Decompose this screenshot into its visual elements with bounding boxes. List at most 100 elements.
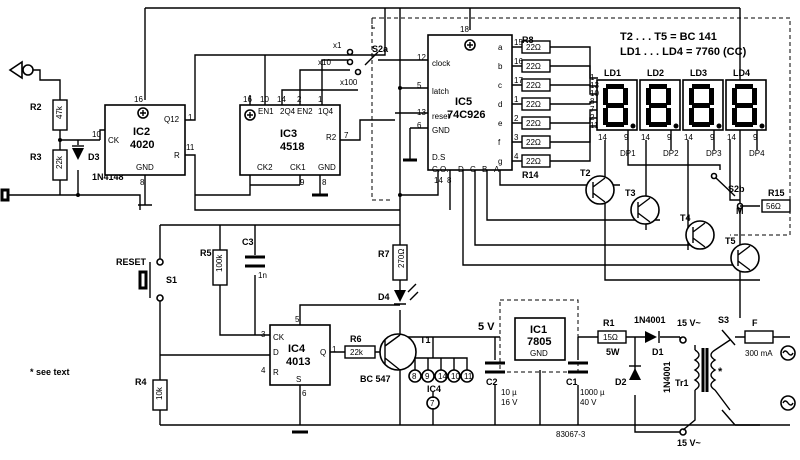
ic2-pin-ck: 10 — [92, 130, 101, 139]
ic5-clock: clock — [432, 59, 451, 68]
segment — [623, 108, 628, 125]
ic5-chip — [427, 34, 513, 171]
ic5-name: IC5 — [455, 96, 472, 108]
ic5-d: D — [458, 165, 464, 174]
decimal-point — [630, 123, 636, 129]
plus-mark — [467, 42, 473, 48]
ic4-pin-4: 4 — [261, 366, 266, 375]
segment — [752, 108, 757, 125]
ic5-ds: D.S — [432, 153, 445, 162]
ic4b-pin-number: 9 — [425, 372, 430, 381]
plus-mark — [140, 110, 146, 116]
junction-dot — [76, 193, 80, 197]
ic4b-pin-number: 10 — [451, 372, 460, 381]
segment — [606, 84, 624, 89]
ic5-a: A — [494, 165, 500, 174]
ground-input-icon — [0, 188, 10, 202]
r5-name: R5 — [200, 248, 212, 258]
display-dp-label: DP4 — [749, 149, 765, 158]
ic4b-pin-number: 8 — [412, 372, 417, 381]
display-seg-pin: 2 — [590, 113, 595, 122]
transistor-name: T4 — [680, 213, 691, 223]
ic4-pin-3: 3 — [261, 330, 266, 339]
d4-name: D4 — [378, 292, 390, 302]
ic3-r2: R2 — [326, 133, 337, 142]
ic2-q12: Q12 — [164, 115, 180, 124]
v15b-label: 15 V~ — [677, 438, 701, 448]
segment-pin: 17 — [514, 76, 523, 85]
seven-seg-digit — [646, 84, 679, 129]
segment — [603, 88, 608, 105]
reset-wires — [159, 224, 400, 425]
regulator-outline — [499, 299, 579, 373]
r6-value: 22k — [350, 348, 364, 357]
segment — [735, 84, 753, 89]
c2-voltage: 16 V — [501, 398, 518, 407]
switch-contact — [346, 58, 354, 66]
reset-button-icon[interactable] — [138, 270, 148, 290]
segment-resistor — [521, 135, 551, 149]
transformer-secondary — [710, 339, 731, 411]
ic4b-wires — [414, 337, 468, 425]
ic2-wires — [138, 8, 400, 211]
segment-resistor — [521, 116, 551, 130]
segment-resistor-value: 22Ω — [526, 62, 541, 71]
terminal — [679, 336, 687, 344]
segment-pin: 1 — [514, 95, 519, 104]
ic3-name: IC3 — [280, 128, 297, 140]
ic2-r: R — [174, 151, 180, 160]
mains-wave — [782, 400, 794, 406]
display-common-pin: 14 — [684, 133, 693, 142]
t1-leads — [384, 334, 401, 371]
transistor-leads — [737, 245, 751, 271]
ic4-pin-6: 6 — [302, 389, 307, 398]
transistor-name: T2 — [580, 168, 591, 178]
transformer-core — [701, 348, 709, 392]
ic2-ck: CK — [108, 136, 120, 145]
ic4-part: 4013 — [286, 356, 310, 368]
r1-power: 5W — [606, 347, 620, 357]
r3-name: R3 — [30, 152, 42, 162]
segment — [732, 108, 737, 125]
display-seg-pin: 11 — [590, 121, 599, 130]
s2a-option-x10: x10 — [318, 58, 331, 67]
dp-line — [627, 150, 721, 170]
display-name: LD1 — [604, 68, 621, 78]
ic5-pin-12: 12 — [417, 53, 426, 62]
r3-resistor — [52, 149, 68, 181]
t1-name: T1 — [420, 335, 431, 345]
ic5-co: C.O. — [432, 165, 448, 174]
segment-pin: 15 — [514, 38, 523, 47]
ic1-part: 7805 — [527, 336, 551, 348]
segment-resistor — [521, 78, 551, 92]
segment-resistor-value: 22Ω — [526, 81, 541, 90]
display-dp-label: DP3 — [706, 149, 722, 158]
r2-resistor — [52, 99, 68, 131]
plus-mark — [247, 112, 253, 118]
segment-resistor — [521, 154, 551, 168]
ic3-1q4: 1Q4 — [318, 107, 334, 116]
ic5-b: B — [482, 165, 487, 174]
r4-resistor — [152, 379, 168, 411]
ic2-part: 4020 — [130, 139, 154, 151]
ic5-gnd: GND — [432, 126, 450, 135]
segment-wire — [512, 46, 598, 79]
ic4-ck: CK — [273, 333, 285, 342]
c2-name: C2 — [486, 377, 498, 387]
ic5-pin-14: 14 — [434, 176, 443, 185]
r2-name: R2 — [30, 102, 42, 112]
s3-lever — [721, 329, 790, 426]
segment — [709, 108, 714, 125]
segment — [649, 84, 667, 89]
segment — [735, 103, 753, 108]
transistor-leads — [637, 197, 651, 223]
segment — [649, 122, 667, 127]
driver-transistor — [730, 243, 760, 273]
c1-capacitor — [568, 361, 588, 374]
segment — [666, 108, 671, 125]
ic1-gnd: GND — [530, 349, 548, 358]
ic5-c: C — [470, 165, 476, 174]
segment — [692, 122, 710, 127]
input-connector-icon — [8, 60, 23, 80]
